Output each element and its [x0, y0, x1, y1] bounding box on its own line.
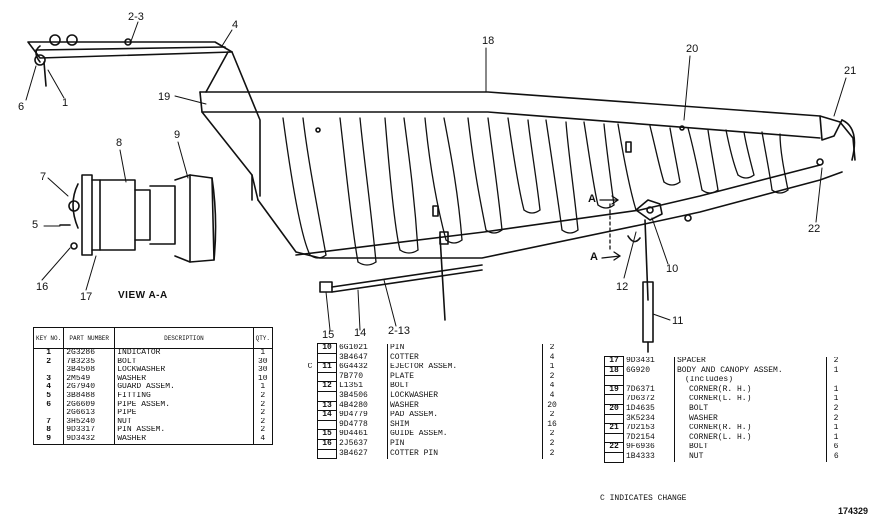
document-number: 174329: [838, 506, 869, 516]
callout-7: 7: [40, 171, 47, 183]
callout-5: 5: [32, 219, 39, 231]
callout-9: 9: [174, 129, 181, 141]
callout-2-13: 2-13: [388, 325, 411, 337]
section-label-a-bottom: A: [590, 251, 598, 263]
table-header-row: KEY NO. PART NUMBER DESCRIPTION QTY.: [33, 327, 273, 349]
callout-20: 20: [686, 43, 699, 55]
callout-14: 14: [354, 327, 367, 339]
ejector-assembly: [439, 199, 692, 353]
view-caption: VIEW A-A: [118, 290, 168, 301]
callout-18: 18: [482, 35, 495, 47]
header-description: DESCRIPTION: [114, 327, 254, 349]
section-markers: [599, 195, 621, 261]
callout-12: 12: [616, 281, 629, 293]
callout-10: 10: [666, 263, 679, 275]
callout-1: 1: [62, 97, 69, 109]
callout-6: 6: [18, 101, 25, 113]
section-label-a-top: A: [588, 193, 596, 205]
header-qty: QTY.: [253, 327, 273, 349]
callout-22: 22: [808, 223, 821, 235]
callout-11: 11: [672, 315, 684, 327]
callout-16: 16: [36, 281, 49, 293]
callout-8: 8: [116, 137, 123, 149]
callout-17: 17: [80, 291, 93, 303]
table-row: (Includes): [604, 375, 846, 386]
change-footnote: C INDICATES CHANGE: [600, 494, 687, 503]
callout-4: 4: [232, 19, 239, 31]
callout-21: 21: [844, 65, 857, 77]
leader-lines: [25, 21, 847, 331]
callout-15: 15: [322, 329, 335, 341]
header-key-no: KEY NO.: [33, 327, 65, 349]
view-a-a-roller: [59, 174, 217, 263]
guide-assembly: [319, 264, 483, 293]
callout-2-3: 2-3: [128, 11, 144, 23]
body-and-canopy: [199, 51, 856, 266]
header-part-number: PART NUMBER: [63, 327, 116, 349]
callout-19: 19: [158, 91, 171, 103]
